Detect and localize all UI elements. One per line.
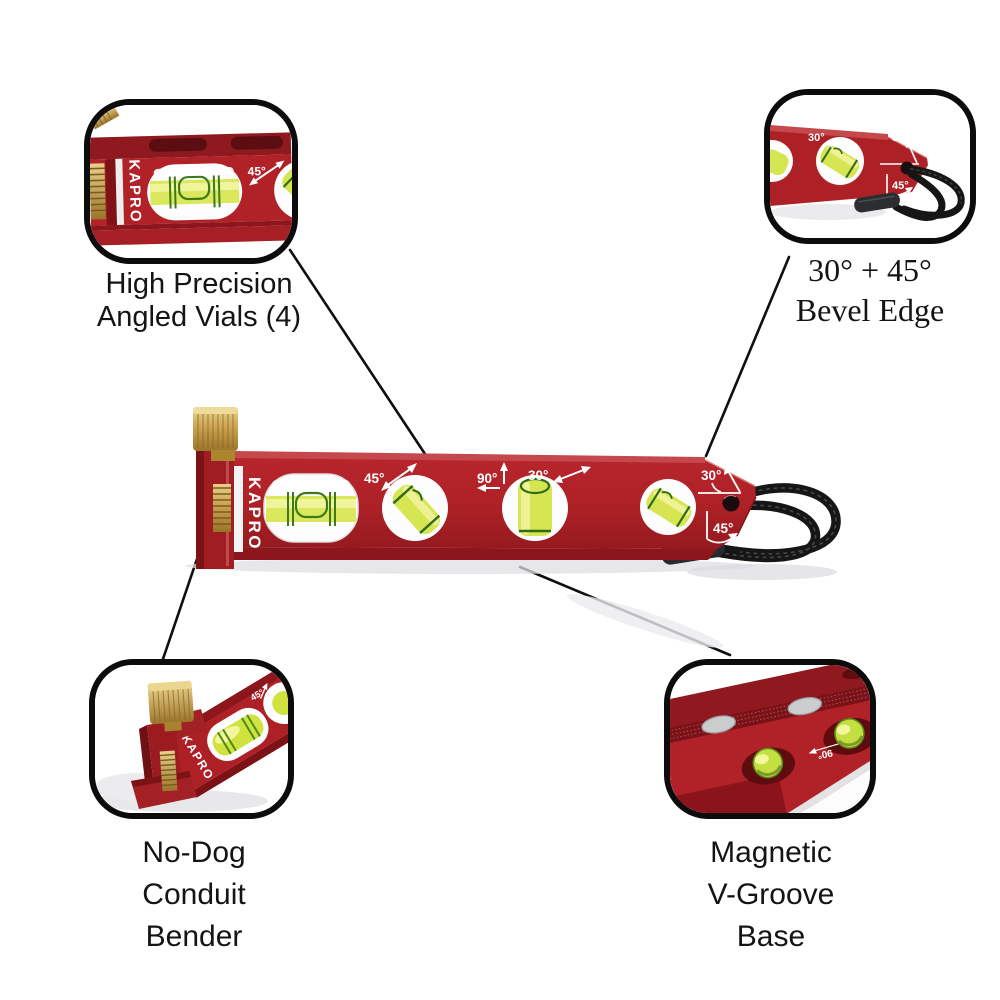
label-line: Angled Vials (4): [96, 301, 302, 333]
bender-clamp: [131, 680, 207, 809]
label-line: Bevel Edge: [795, 292, 945, 328]
callout-brand-text: KAPRO: [125, 159, 144, 224]
label-line: V-Groove: [707, 878, 835, 911]
label-bevel-edge: 30° + 45° Bevel Edge: [758, 250, 982, 330]
callout-marking-30: 30°: [808, 132, 825, 144]
end-gap: [234, 466, 243, 552]
level-top-edge: [232, 451, 705, 463]
label-line: No-Dog: [142, 836, 246, 869]
callout-magnetic-base: 90°: [664, 659, 876, 819]
vial-window-horizontal: [263, 473, 359, 543]
level-body: KAPRO: [193, 407, 757, 569]
callout-no-dog-bender: KAPRO 45°: [89, 659, 294, 819]
callout-marking-bevel-45: 45°: [892, 180, 909, 192]
label-line: Base: [736, 920, 806, 953]
magnet-right: [787, 696, 823, 716]
label-high-precision: High Precision Angled Vials (4): [48, 268, 350, 334]
bender-knob: [147, 680, 194, 732]
angle-markings: 45° 90° 30° 30° 45: [364, 462, 741, 544]
base-vial-right: [823, 717, 870, 755]
bevel-vial-main: [816, 137, 864, 185]
coil-spring: [90, 163, 106, 220]
bevel-end-body: 30° 30° 45°: [770, 125, 928, 206]
label-magnetic-base: Magnetic V-Groove Base: [666, 832, 876, 958]
brand-text: KAPRO: [245, 477, 264, 551]
label-line: High Precision: [105, 268, 293, 300]
callout-vial-angled: [274, 160, 292, 221]
bevel-lanyard-sleeve: [854, 192, 900, 213]
product-shadow: [185, 558, 837, 648]
level-main-face: [232, 454, 756, 549]
marking-45: 45°: [364, 471, 384, 486]
bevel-vial-partial: [770, 140, 793, 182]
bender-vial: [207, 707, 269, 762]
bevel-lanyard-cord: [892, 165, 965, 221]
vial-window-30: [640, 479, 696, 535]
label-line: Bender: [145, 920, 243, 953]
lanyard-hole: [722, 494, 740, 512]
connector-line-top-right: [704, 255, 791, 458]
bender-threaded-rod: [159, 750, 178, 792]
label-line: Magnetic: [710, 836, 832, 869]
v-groove-knurl: [670, 681, 870, 749]
callout-bevel-edge: 30° 30° 45°: [764, 89, 976, 244]
marking-bevel-30: 30°: [701, 468, 721, 483]
callout-marking-bevel-30: 30°: [892, 132, 909, 144]
threaded-rod: [213, 484, 231, 532]
connector-line-bottom-left: [161, 557, 199, 661]
brass-knob: [193, 407, 238, 461]
label-line: 30° + 45°: [808, 252, 932, 288]
vial-window-45: [382, 475, 448, 541]
label-no-dog-bender: No-Dog Conduit Bender: [96, 832, 292, 958]
base-surface: 90°: [670, 665, 870, 813]
callout-high-precision-vials: KAPRO 45°: [84, 99, 298, 264]
label-line: Conduit: [142, 878, 246, 911]
base-marking-90: 90°: [817, 747, 834, 761]
level-lower-bevel: [218, 547, 717, 560]
bender-level-body: KAPRO 45°: [160, 665, 288, 798]
base-white-wedge: [801, 769, 870, 813]
no-dog-assembly: [193, 407, 243, 569]
callout-photo-vials: KAPRO 45°: [90, 105, 292, 258]
marking-bevel-45: 45°: [713, 521, 733, 536]
callout-marking-45: 45°: [247, 164, 266, 178]
magnet-left: [701, 715, 736, 734]
marking-90: 90°: [477, 471, 497, 486]
callout-photo-base: 90°: [670, 665, 870, 813]
base-shadow-wedge: [788, 761, 870, 813]
callout-photo-bevel: 30° 30° 45°: [770, 95, 970, 238]
marking-30: 30°: [528, 468, 548, 483]
vial-window-90: [502, 475, 568, 541]
base-vial-left: [741, 747, 796, 785]
callout-vial-horizontal: [147, 163, 243, 221]
callout-photo-bender: KAPRO 45°: [95, 665, 288, 813]
connector-line-top-left: [288, 248, 427, 456]
